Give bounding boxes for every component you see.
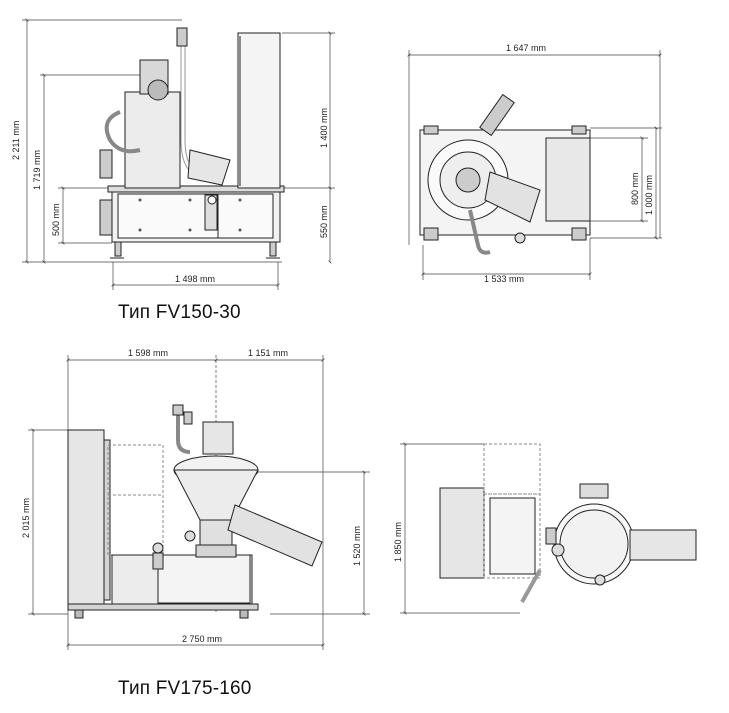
fv150-low-height-label: 500 mm xyxy=(51,203,61,236)
fv150-caption: Тип FV150-30 xyxy=(118,302,241,323)
fv175-plan-height-label: 1 850 mm xyxy=(393,522,403,562)
fv175-side-view: 1 598 mm 1 151 mm 2 015 mm 1 520 mm 2 75… xyxy=(21,348,370,650)
fv150-width-label: 1 498 mm xyxy=(175,274,215,284)
fv175-total-width-label: 2 750 mm xyxy=(182,634,222,644)
fv150-base-height-label: 550 mm xyxy=(319,205,329,238)
fv150-mid-height-label: 1 719 mm xyxy=(32,150,42,190)
fv175-caption: Тип FV175-160 xyxy=(118,678,252,699)
fv150-plan-depth-outer-label: 1 000 mm xyxy=(644,175,654,215)
fv150-plan-width-top-label: 1 647 mm xyxy=(506,43,546,53)
fv150-plan-view: 1 647 mm 800 mm 1 000 mm 1 533 mm xyxy=(407,43,662,284)
fv175-width-right-label: 1 151 mm xyxy=(248,348,288,358)
fv150-panel-height-label: 1 400 mm xyxy=(319,108,329,148)
fv150-plan-depth-inner-label: 800 mm xyxy=(630,172,640,205)
fv175-plan-view: 1 850 mm xyxy=(393,442,697,615)
fv175-width-left-label: 1 598 mm xyxy=(128,348,168,358)
fv150-side-view: 2 211 mm 1 719 mm 500 mm 1 400 mm 550 mm… xyxy=(11,18,335,290)
fv150-total-height-label: 2 211 mm xyxy=(11,121,21,160)
fv175-total-height-label: 2 015 mm xyxy=(21,498,31,538)
fv150-plan-width-bottom-label: 1 533 mm xyxy=(484,274,524,284)
fv175-hopper-height-label: 1 520 mm xyxy=(352,526,362,566)
